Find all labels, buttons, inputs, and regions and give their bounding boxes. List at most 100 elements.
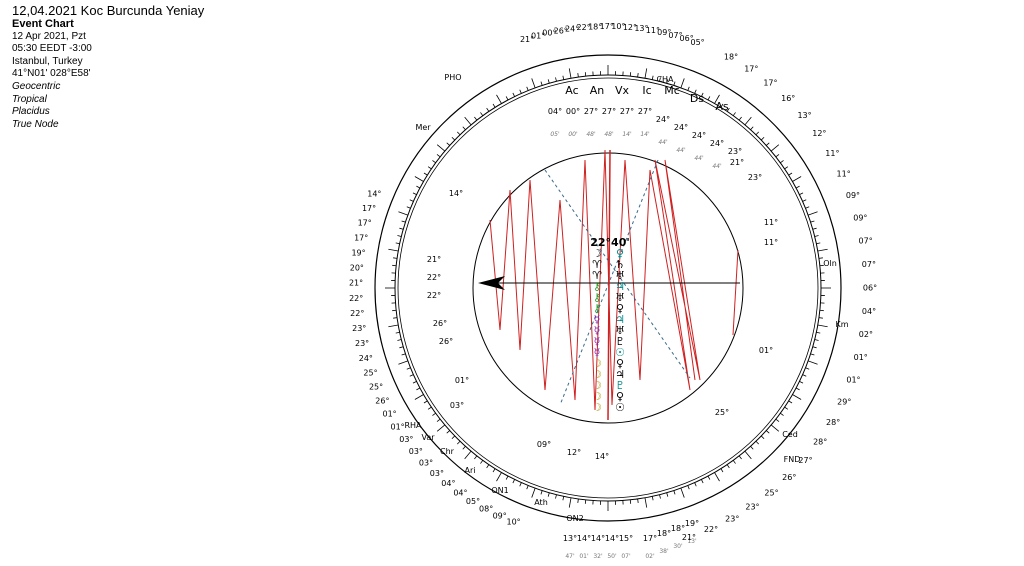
outer-degree: 17°	[643, 534, 657, 543]
outer-degree: 15°	[619, 534, 633, 543]
degree-tick	[808, 360, 818, 365]
outer-degree: 02°	[859, 330, 873, 339]
house-degree: 12°	[567, 448, 581, 457]
outer-minute: 50'	[607, 553, 617, 560]
outer-degree: 12°	[812, 129, 826, 138]
degree-tick	[462, 126, 466, 130]
degree-tick	[414, 176, 424, 182]
degree-tick	[423, 400, 428, 404]
degree-tick	[388, 324, 399, 328]
outer-degree: 28°	[826, 418, 840, 427]
outer-degree: 13°	[797, 111, 811, 120]
degree-tick	[397, 339, 402, 341]
degree-tick	[755, 131, 760, 136]
degree-tick	[401, 220, 406, 223]
degree-tick	[775, 418, 780, 422]
house-degree: 25°	[715, 408, 729, 417]
degree-tick	[577, 73, 579, 78]
cusp-degree: 23°	[728, 147, 742, 156]
degree-tick	[744, 450, 752, 460]
point-label-oln: Oln	[823, 259, 837, 268]
degree-tick	[766, 142, 770, 146]
degree-tick	[406, 206, 411, 209]
outer-degree: 03°	[430, 469, 444, 478]
house-degree: 21°	[730, 158, 744, 167]
degree-tick	[788, 172, 793, 176]
outer-degree: 23°	[725, 515, 739, 524]
degree-tick	[399, 227, 404, 230]
degree-tick	[714, 472, 720, 482]
degree-tick	[784, 406, 789, 410]
degree-tick	[432, 412, 436, 416]
outer-degree: 13°	[634, 24, 648, 33]
planet-glyph-icon: ♇	[615, 379, 625, 392]
chart-type: Event Chart	[12, 18, 74, 30]
point-label-fnd: FND	[784, 455, 801, 464]
outer-degree: 07°	[862, 260, 876, 269]
degree-tick	[817, 324, 828, 328]
outer-degree: 01°	[390, 423, 404, 432]
house-cusp-ds: Ds	[690, 92, 704, 105]
outer-degree: 01°	[531, 31, 545, 40]
setting-zodiac: Tropical	[12, 93, 47, 105]
degree-tick	[512, 479, 515, 484]
degree-tick	[694, 482, 697, 487]
degree-tick	[409, 374, 414, 377]
outer-degree: 01°	[854, 353, 868, 362]
outer-degree: 25°	[363, 368, 377, 377]
planet-glyph-icon: ♀	[616, 302, 624, 315]
cusp-degree: 24°	[710, 139, 724, 148]
outer-degree: 17°	[763, 78, 777, 87]
house-cusp-vx: Vx	[615, 84, 630, 97]
planet-glyph-icon: ☽	[592, 357, 602, 370]
outer-degree: 17°	[358, 218, 372, 227]
degree-tick	[512, 92, 515, 97]
outer-degree: 17°	[362, 204, 376, 213]
point-label-on1: ON1	[491, 486, 508, 495]
degree-tick	[680, 78, 685, 88]
point-label-cha: CHA	[656, 75, 674, 84]
outer-minute: 30'	[673, 543, 683, 550]
degree-tick	[701, 479, 704, 484]
outer-degree: 26°	[554, 26, 568, 35]
house-degree: 21°	[427, 255, 441, 264]
degree-tick	[540, 490, 543, 495]
outer-degree: 05°	[691, 38, 705, 47]
dashed-aspect	[544, 169, 691, 379]
degree-tick	[446, 430, 450, 434]
outer-degree: 17°	[744, 65, 758, 74]
degree-tick	[562, 75, 565, 80]
degree-tick	[780, 412, 784, 416]
planet-glyph-icon: ☉	[615, 401, 625, 414]
degree-tick	[644, 497, 648, 508]
house-degree: 11°	[764, 218, 778, 227]
outer-degree: 04°	[441, 479, 455, 488]
degree-tick	[414, 394, 424, 400]
degree-tick	[393, 317, 398, 319]
cusp-degree: 00°	[566, 107, 580, 116]
degree-tick	[792, 394, 802, 400]
outer-degree: 08°	[479, 505, 493, 514]
cusp-minute: 14'	[640, 131, 650, 138]
degree-tick	[423, 172, 428, 176]
house-degree: 14°	[595, 452, 609, 461]
degree-tick	[474, 116, 478, 121]
planet-glyph-icon: ☽	[592, 401, 602, 414]
house-degree: 26°	[439, 337, 453, 346]
outer-degree: 07°	[668, 31, 682, 40]
degree-tick	[505, 475, 509, 480]
degree-tick	[673, 490, 676, 495]
degree-tick	[555, 77, 557, 82]
degree-tick	[750, 446, 754, 450]
cusp-minute: 44'	[658, 139, 668, 146]
ascendant-arrow-icon	[478, 276, 505, 290]
degree-tick	[810, 353, 815, 356]
degree-tick	[707, 96, 711, 101]
outer-degree: 13°	[563, 534, 577, 543]
degree-tick	[547, 492, 550, 497]
cusp-degree: 24°	[656, 115, 670, 124]
outer-degree: 09°	[846, 191, 860, 200]
outer-degree: 10°	[611, 22, 625, 31]
planet-glyph-icon: ♀	[616, 247, 624, 260]
outer-degree: 28°	[813, 438, 827, 447]
